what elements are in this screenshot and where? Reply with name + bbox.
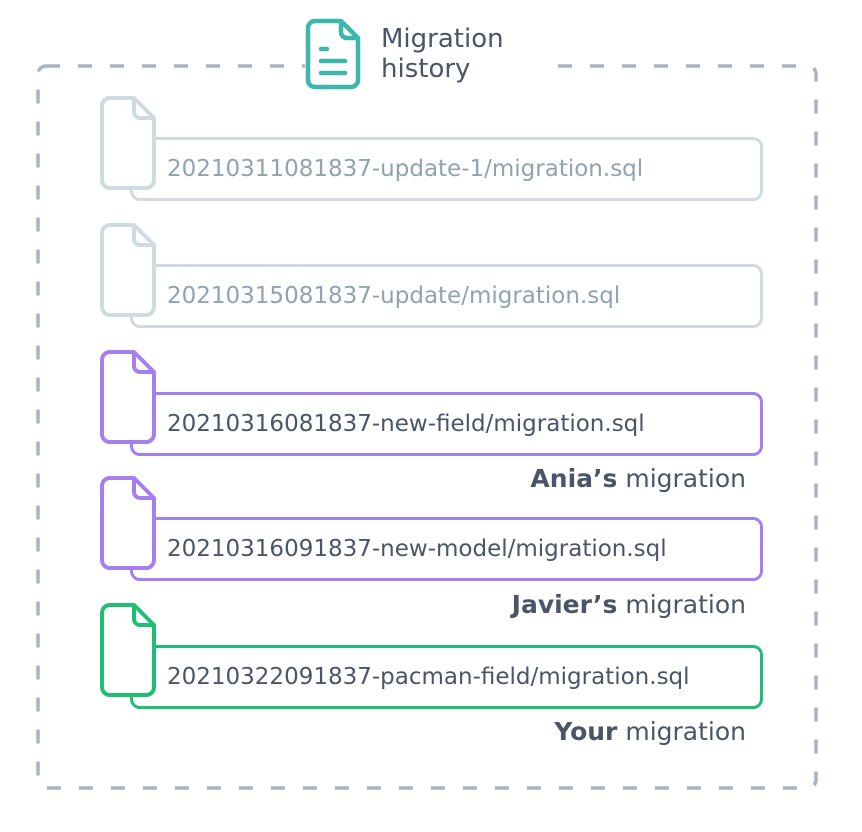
file-icon	[100, 96, 156, 190]
owner-suffix: migration	[625, 464, 746, 493]
document-icon	[305, 18, 361, 90]
title-line-2: history	[381, 54, 471, 84]
owner-suffix: migration	[625, 590, 746, 619]
migration-filename: 20210315081837-update/migration.sql	[167, 283, 621, 309]
migration-box: 20210315081837-update/migration.sql	[130, 264, 763, 328]
file-icon	[100, 476, 156, 570]
migration-box: 20210316091837-new-model/migration.sql	[130, 517, 763, 581]
migration-owner-caption: Ania’s migration	[530, 464, 746, 493]
migration-box: 20210311081837-update-1/migration.sql	[130, 137, 763, 201]
migration-filename: 20210316091837-new-model/migration.sql	[167, 536, 667, 562]
file-icon	[100, 223, 156, 317]
migration-box: 20210322091837-pacman-field/migration.sq…	[130, 645, 763, 709]
owner-suffix: migration	[625, 717, 746, 746]
migration-filename: 20210311081837-update-1/migration.sql	[167, 156, 644, 182]
page-title: Migration history	[381, 24, 521, 84]
migration-filename: 20210322091837-pacman-field/migration.sq…	[167, 664, 690, 690]
migration-filename: 20210316081837-new-field/migration.sql	[167, 411, 645, 437]
dashed-border	[36, 64, 818, 790]
owner-name: Ania’s	[530, 464, 618, 493]
file-icon	[100, 603, 156, 697]
migration-box: 20210316081837-new-field/migration.sql	[130, 392, 763, 456]
owner-name: Javier’s	[511, 590, 618, 619]
frame-title: Migration history	[305, 14, 553, 94]
migration-owner-caption: Javier’s migration	[512, 590, 746, 619]
title-line-1: Migration	[381, 24, 504, 54]
owner-name: Your	[554, 717, 618, 746]
migration-owner-caption: Your migration	[554, 717, 746, 746]
migration-history-frame	[36, 64, 818, 790]
file-icon	[100, 350, 156, 444]
